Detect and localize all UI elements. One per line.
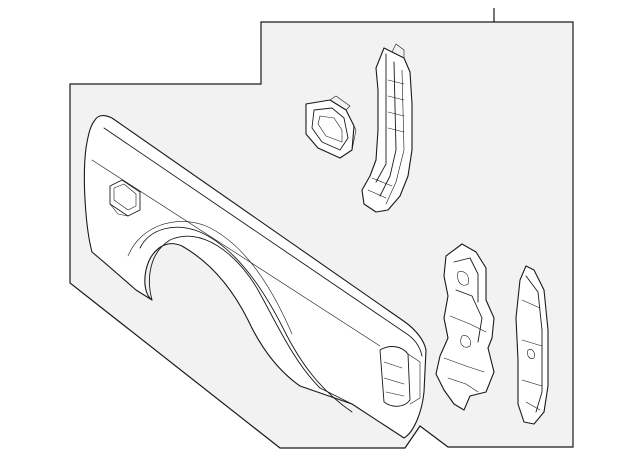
inner-panel-icon: [435, 243, 495, 411]
fuel-door-housing-icon: [305, 95, 357, 159]
pillar-reinforcement-icon: [361, 43, 413, 213]
quarter-panel-icon: [83, 115, 427, 439]
extension-bracket-icon: [515, 265, 549, 425]
